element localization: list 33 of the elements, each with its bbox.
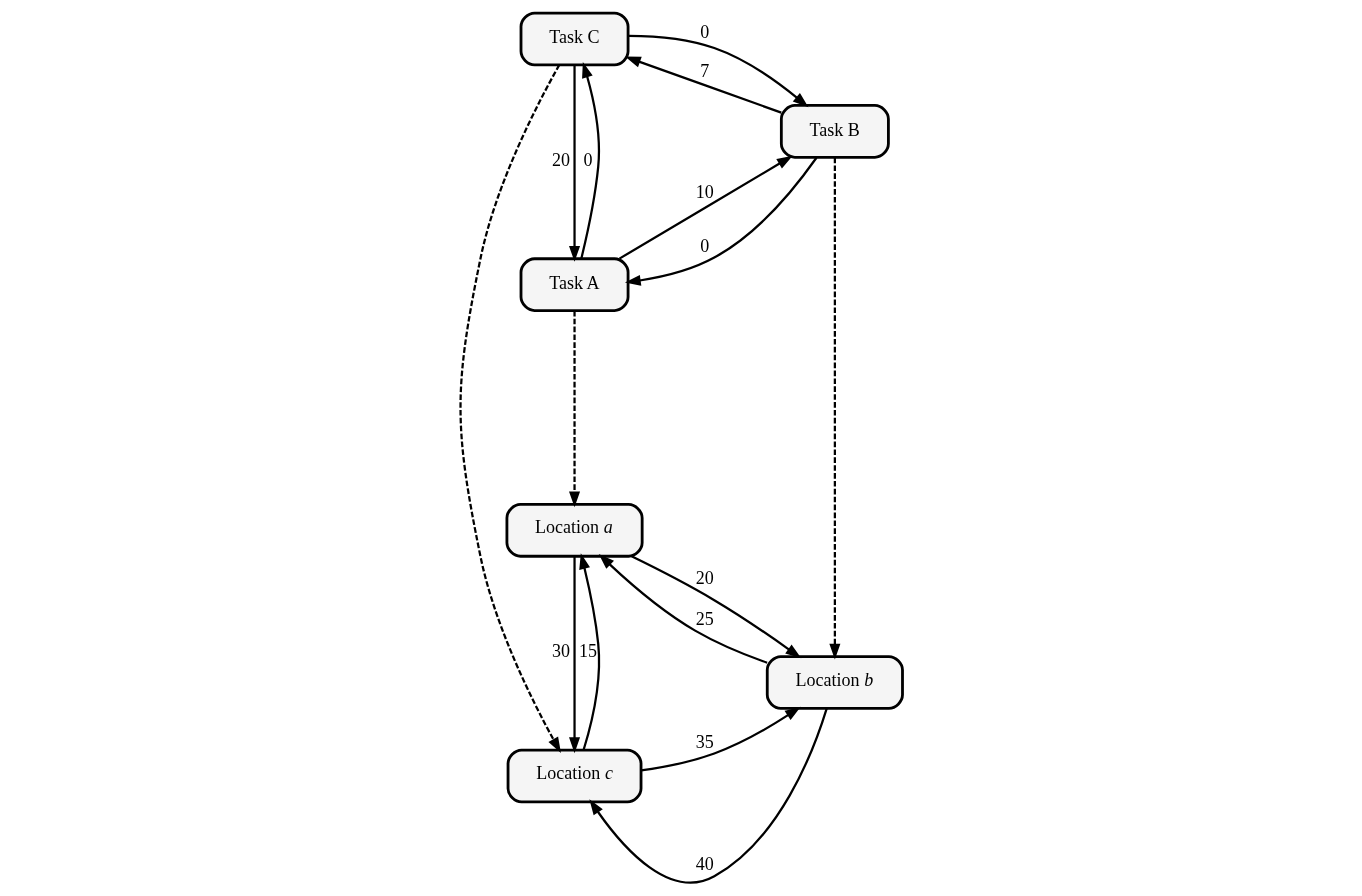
arrow (624, 56, 782, 114)
edge-label: 7 (699, 61, 709, 82)
arrow (624, 157, 817, 286)
edge-label: 35 (695, 731, 714, 752)
arrow (578, 553, 600, 751)
arrow (630, 555, 801, 659)
arrow (627, 34, 808, 108)
edge-label: 0 (699, 21, 709, 42)
edge-label: 25 (695, 608, 714, 629)
arrow (568, 310, 580, 508)
node-box: Location a (505, 503, 644, 558)
edge-label: 40 (695, 854, 714, 875)
edge-label: 0 (583, 150, 593, 171)
arrow (598, 553, 767, 664)
arrow (640, 706, 801, 772)
node-box: Task A (519, 257, 629, 312)
edge-label: 30 (551, 641, 570, 662)
arrow (588, 708, 828, 884)
node-box: Task C (519, 11, 629, 67)
arrow (568, 65, 580, 262)
edge-label: 20 (695, 568, 714, 589)
arrow (618, 155, 793, 260)
arrow (828, 157, 840, 660)
edge-label: 15 (578, 641, 597, 662)
arrow (579, 61, 600, 259)
arrow (568, 556, 580, 754)
edge-label: 10 (695, 181, 714, 202)
node-box: Task B (779, 104, 890, 159)
edge-label: 20 (551, 150, 570, 171)
arrow (458, 64, 561, 754)
node-box: Location b (765, 655, 904, 710)
node-box: Location c (506, 748, 642, 804)
edge-label: 0 (699, 235, 709, 256)
